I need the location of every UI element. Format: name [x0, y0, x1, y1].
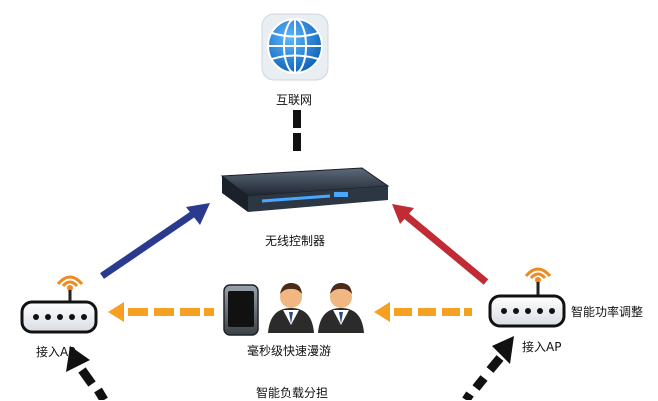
arrow-to-controller-right — [392, 204, 489, 285]
user-icon — [268, 283, 314, 333]
router-icon — [220, 167, 390, 212]
wireless-ap-icon — [20, 275, 98, 334]
ap-right-label: 接入AP — [522, 340, 562, 354]
controller-label: 无线控制器 — [265, 234, 326, 248]
roaming-label: 毫秒级快速漫游 — [247, 344, 332, 358]
roaming-arrow-right — [374, 302, 472, 322]
globe-icon — [261, 13, 329, 81]
internet-label: 互联网 — [276, 93, 313, 107]
load-balance-arrow-left — [66, 346, 108, 400]
load-balance-label: 智能负载分担 — [256, 386, 329, 400]
ap-left-label: 接入AP — [36, 345, 76, 359]
internet-link — [293, 110, 301, 151]
user-icon — [318, 283, 364, 333]
load-balance-arrow-right — [462, 336, 514, 400]
roaming-arrow-left — [108, 302, 214, 322]
smartphone-icon — [223, 284, 259, 336]
arrow-to-controller-left — [100, 203, 210, 279]
wireless-ap-icon — [488, 267, 566, 328]
power-adjust-label: 智能功率调整 — [571, 305, 644, 319]
